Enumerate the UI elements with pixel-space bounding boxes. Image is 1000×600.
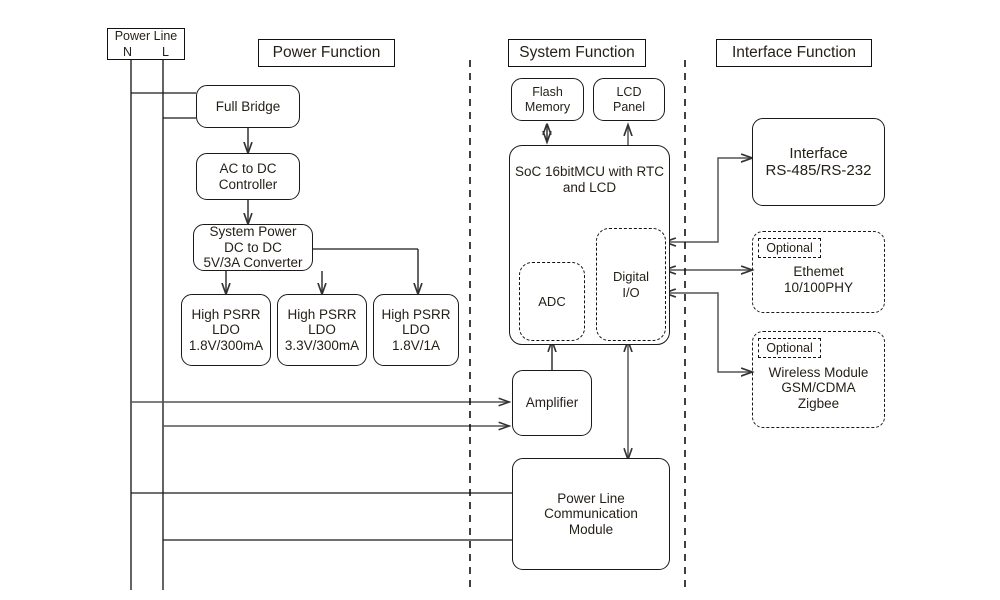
- block-full-bridge[interactable]: Full Bridge: [196, 85, 300, 128]
- block-ac-dc-controller[interactable]: AC to DC Controller: [196, 153, 300, 200]
- block-interface-serial[interactable]: Interface RS-485/RS-232: [752, 118, 885, 206]
- block-lcd-panel-line-1: LCD: [616, 85, 642, 99]
- block-system-power-line-3: 5V/3A Converter: [203, 255, 303, 271]
- optional-tag-wireless-label: Optional: [766, 341, 813, 355]
- block-flash-memory-line-1: Flash: [532, 85, 563, 99]
- block-plc-module-line-3: Module: [568, 521, 614, 537]
- block-plc-module[interactable]: Power Line Communication Module: [512, 458, 670, 570]
- block-digital-io-line-1: Digital: [612, 269, 650, 285]
- block-system-power-line-2: DC to DC: [224, 239, 282, 255]
- block-ldo-2-line-2: LDO: [308, 322, 336, 338]
- block-ldo-1-line-2: LDO: [212, 322, 240, 338]
- block-soc-line-1: SoC 16bitMCU: [514, 164, 605, 179]
- block-ethernet-line-1: Ethemet: [793, 264, 844, 280]
- power-line-neutral-label: N: [123, 44, 133, 59]
- block-lcd-panel-line-2: Panel: [613, 99, 645, 114]
- block-system-power-converter[interactable]: System Power DC to DC 5V/3A Converter: [193, 224, 313, 271]
- block-ac-dc-controller-line-1: AC to DC: [219, 160, 277, 176]
- arrow-digitalio-to-interface: [666, 158, 752, 242]
- block-digital-io[interactable]: Digital I/O: [596, 228, 666, 341]
- block-ldo-2-line-3: 3.3V/300mA: [284, 337, 360, 353]
- block-wireless-module[interactable]: Wireless Module GSM/CDMA Zigbee: [752, 331, 885, 428]
- optional-tag-ethernet: Optional: [758, 238, 821, 258]
- optional-tag-ethernet-label: Optional: [766, 241, 813, 255]
- block-wireless-line-2: GSM/CDMA: [781, 380, 856, 396]
- power-line-live-label: L: [162, 44, 169, 59]
- section-title-interface-label: Interface Function: [731, 44, 857, 62]
- block-ethernet-phy[interactable]: Ethemet 10/100PHY: [752, 231, 885, 313]
- block-ldo-2-line-1: High PSRR: [287, 306, 357, 322]
- block-amplifier-label: Amplifier: [525, 395, 579, 411]
- block-adc[interactable]: ADC: [519, 262, 585, 341]
- block-plc-module-line-1: Power Line: [557, 490, 625, 506]
- block-ldo-3-line-1: High PSRR: [381, 306, 451, 322]
- power-line-source: Power Line N L: [107, 28, 185, 60]
- block-adc-label: ADC: [538, 293, 566, 309]
- block-amplifier[interactable]: Amplifier: [512, 370, 592, 436]
- block-plc-module-line-2: Communication: [544, 506, 638, 522]
- block-ldo-3-3v-300ma[interactable]: High PSRR LDO 3.3V/300mA: [277, 294, 367, 366]
- block-ldo-1-8v-1a[interactable]: High PSRR LDO 1.8V/1A: [373, 294, 459, 366]
- optional-tag-wireless: Optional: [758, 338, 821, 358]
- block-full-bridge-line-1: Full Bridge: [215, 98, 281, 114]
- block-ac-dc-controller-line-2: Controller: [218, 176, 278, 192]
- block-digital-io-line-2: I/O: [622, 284, 640, 300]
- arrow-digitalio-to-wireless: [666, 293, 752, 372]
- block-interface-serial-line-2: RS-485/RS-232: [765, 162, 872, 179]
- section-title-power: Power Function: [258, 39, 395, 67]
- section-title-system-label: System Function: [519, 44, 635, 62]
- block-soc-line-2: with RTC and LCD: [562, 164, 665, 195]
- block-ldo-1-line-3: 1.8V/300mA: [188, 337, 264, 353]
- section-title-power-label: Power Function: [272, 44, 381, 62]
- block-ldo-1-line-1: High PSRR: [191, 306, 261, 322]
- block-interface-serial-line-1: Interface: [789, 144, 848, 162]
- block-ldo-3-line-2: LDO: [402, 322, 430, 338]
- block-lcd-panel[interactable]: LCD Panel: [593, 78, 665, 121]
- power-line-title: Power Line: [114, 29, 178, 43]
- block-ldo-3-line-3: 1.8V/1A: [391, 337, 441, 353]
- section-title-system: System Function: [508, 39, 646, 67]
- block-flash-memory-line-2: Memory: [524, 99, 571, 114]
- block-ethernet-line-2: 10/100PHY: [783, 280, 854, 295]
- section-title-interface: Interface Function: [716, 39, 872, 67]
- block-system-power-line-1: System Power: [209, 224, 297, 240]
- block-wireless-line-3: Zigbee: [797, 395, 840, 411]
- block-wireless-line-1: Wireless Module: [768, 364, 869, 380]
- block-flash-memory[interactable]: Flash Memory: [511, 78, 584, 121]
- block-ldo-1-8v-300ma[interactable]: High PSRR LDO 1.8V/300mA: [181, 294, 271, 366]
